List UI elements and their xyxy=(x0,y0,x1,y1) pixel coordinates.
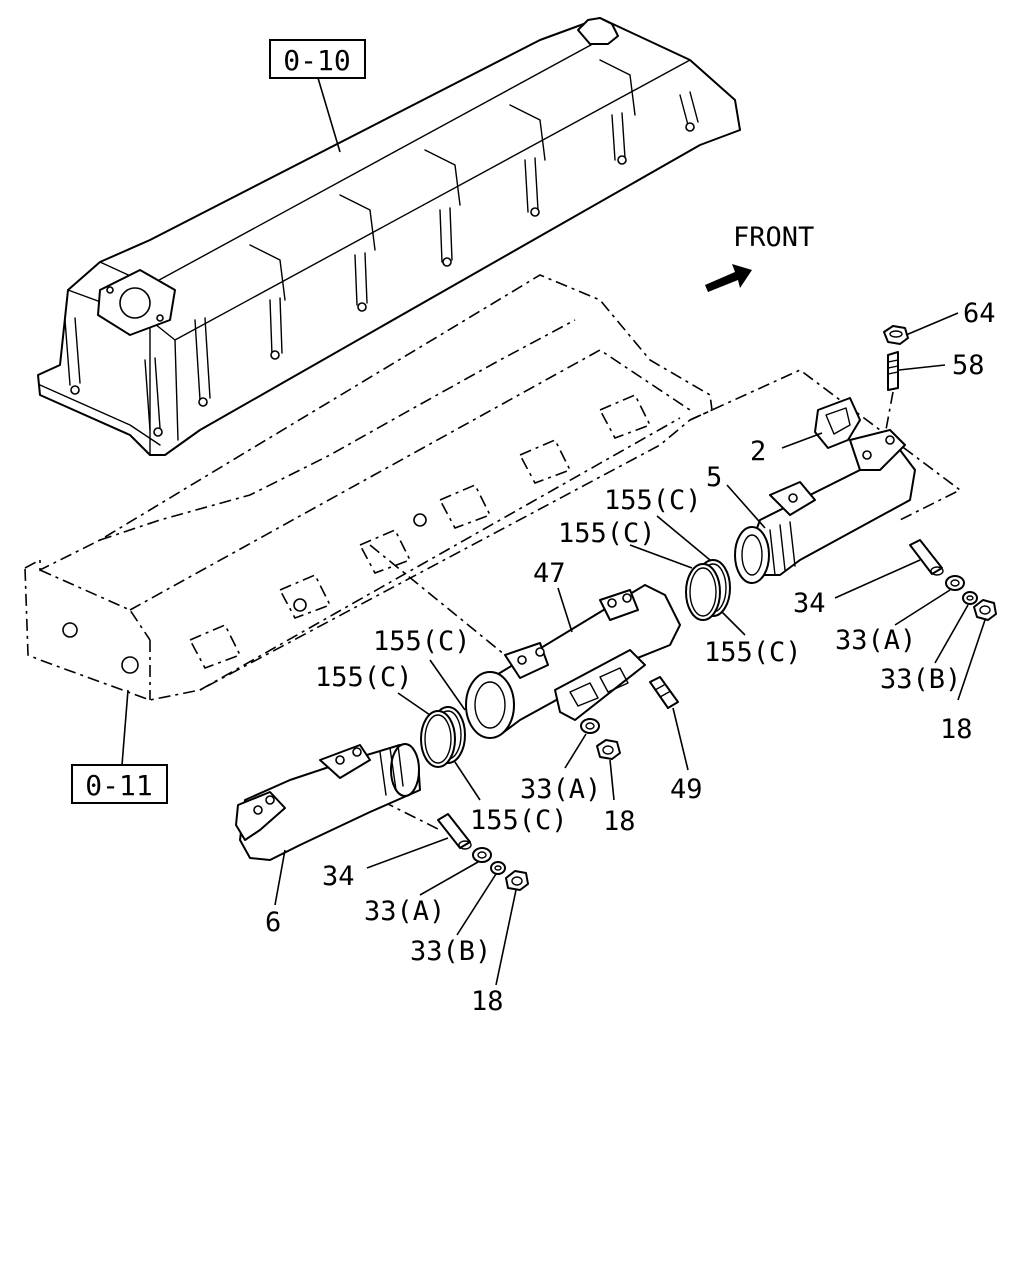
washer-33a-right xyxy=(945,575,965,591)
reference-label-0-11: 0-11 xyxy=(85,769,152,802)
exhaust-pipe-5 xyxy=(734,429,916,584)
callout-155c-b[interactable]: 155(C) xyxy=(558,518,656,549)
reference-box-0-10[interactable]: 0-10 xyxy=(269,39,366,79)
callout-64[interactable]: 64 xyxy=(963,298,996,329)
callout-155c-e[interactable]: 155(C) xyxy=(315,662,413,693)
stud-58 xyxy=(887,351,899,391)
front-label: FRONT xyxy=(733,222,814,253)
callout-33a-mid[interactable]: 33(A) xyxy=(520,774,601,805)
callout-34-left[interactable]: 34 xyxy=(322,861,355,892)
washer-33b-right xyxy=(962,591,978,605)
reference-label-0-10: 0-10 xyxy=(283,44,350,77)
callout-33a-left[interactable]: 33(A) xyxy=(364,896,445,927)
washer-33b-left xyxy=(490,861,506,875)
sleeve-34-left xyxy=(437,813,472,850)
gasket-2 xyxy=(814,397,861,449)
o-ring-pair-right xyxy=(685,559,731,621)
callout-155c-f[interactable]: 155(C) xyxy=(470,805,568,836)
callout-6[interactable]: 6 xyxy=(265,907,281,938)
nut-18-mid xyxy=(596,739,621,760)
callout-47[interactable]: 47 xyxy=(533,558,566,589)
nut-18-left xyxy=(505,870,529,891)
exhaust-pipe-6 xyxy=(235,743,421,861)
callout-33b-left[interactable]: 33(B) xyxy=(410,936,491,967)
callout-18-left[interactable]: 18 xyxy=(471,986,504,1017)
callout-5[interactable]: 5 xyxy=(706,462,722,493)
o-ring-pair-left xyxy=(420,706,466,768)
callout-33b-right[interactable]: 33(B) xyxy=(880,664,961,695)
callout-58[interactable]: 58 xyxy=(952,350,985,381)
callout-155c-a[interactable]: 155(C) xyxy=(604,485,702,516)
front-direction-indicator: FRONT xyxy=(705,222,814,292)
nut-64 xyxy=(883,325,909,345)
reference-box-0-11[interactable]: 0-11 xyxy=(71,764,168,804)
stud-49 xyxy=(649,676,679,709)
callout-155c-d[interactable]: 155(C) xyxy=(373,626,471,657)
callout-2[interactable]: 2 xyxy=(750,436,766,467)
sleeve-34-right xyxy=(909,539,944,576)
front-arrow-icon xyxy=(705,264,752,292)
nut-18-right xyxy=(973,599,997,621)
callout-49[interactable]: 49 xyxy=(670,774,703,805)
callout-155c-c[interactable]: 155(C) xyxy=(704,637,802,668)
rocker-cover xyxy=(37,17,741,456)
callout-33a-right[interactable]: 33(A) xyxy=(835,625,916,656)
cylinder-head xyxy=(24,274,713,701)
callout-34-right[interactable]: 34 xyxy=(793,588,826,619)
washer-33a-mid xyxy=(580,718,600,734)
callout-18-right[interactable]: 18 xyxy=(940,714,973,745)
exhaust-pipe-47 xyxy=(465,584,681,739)
washer-33a-left xyxy=(472,847,492,863)
callout-18-mid[interactable]: 18 xyxy=(603,806,636,837)
